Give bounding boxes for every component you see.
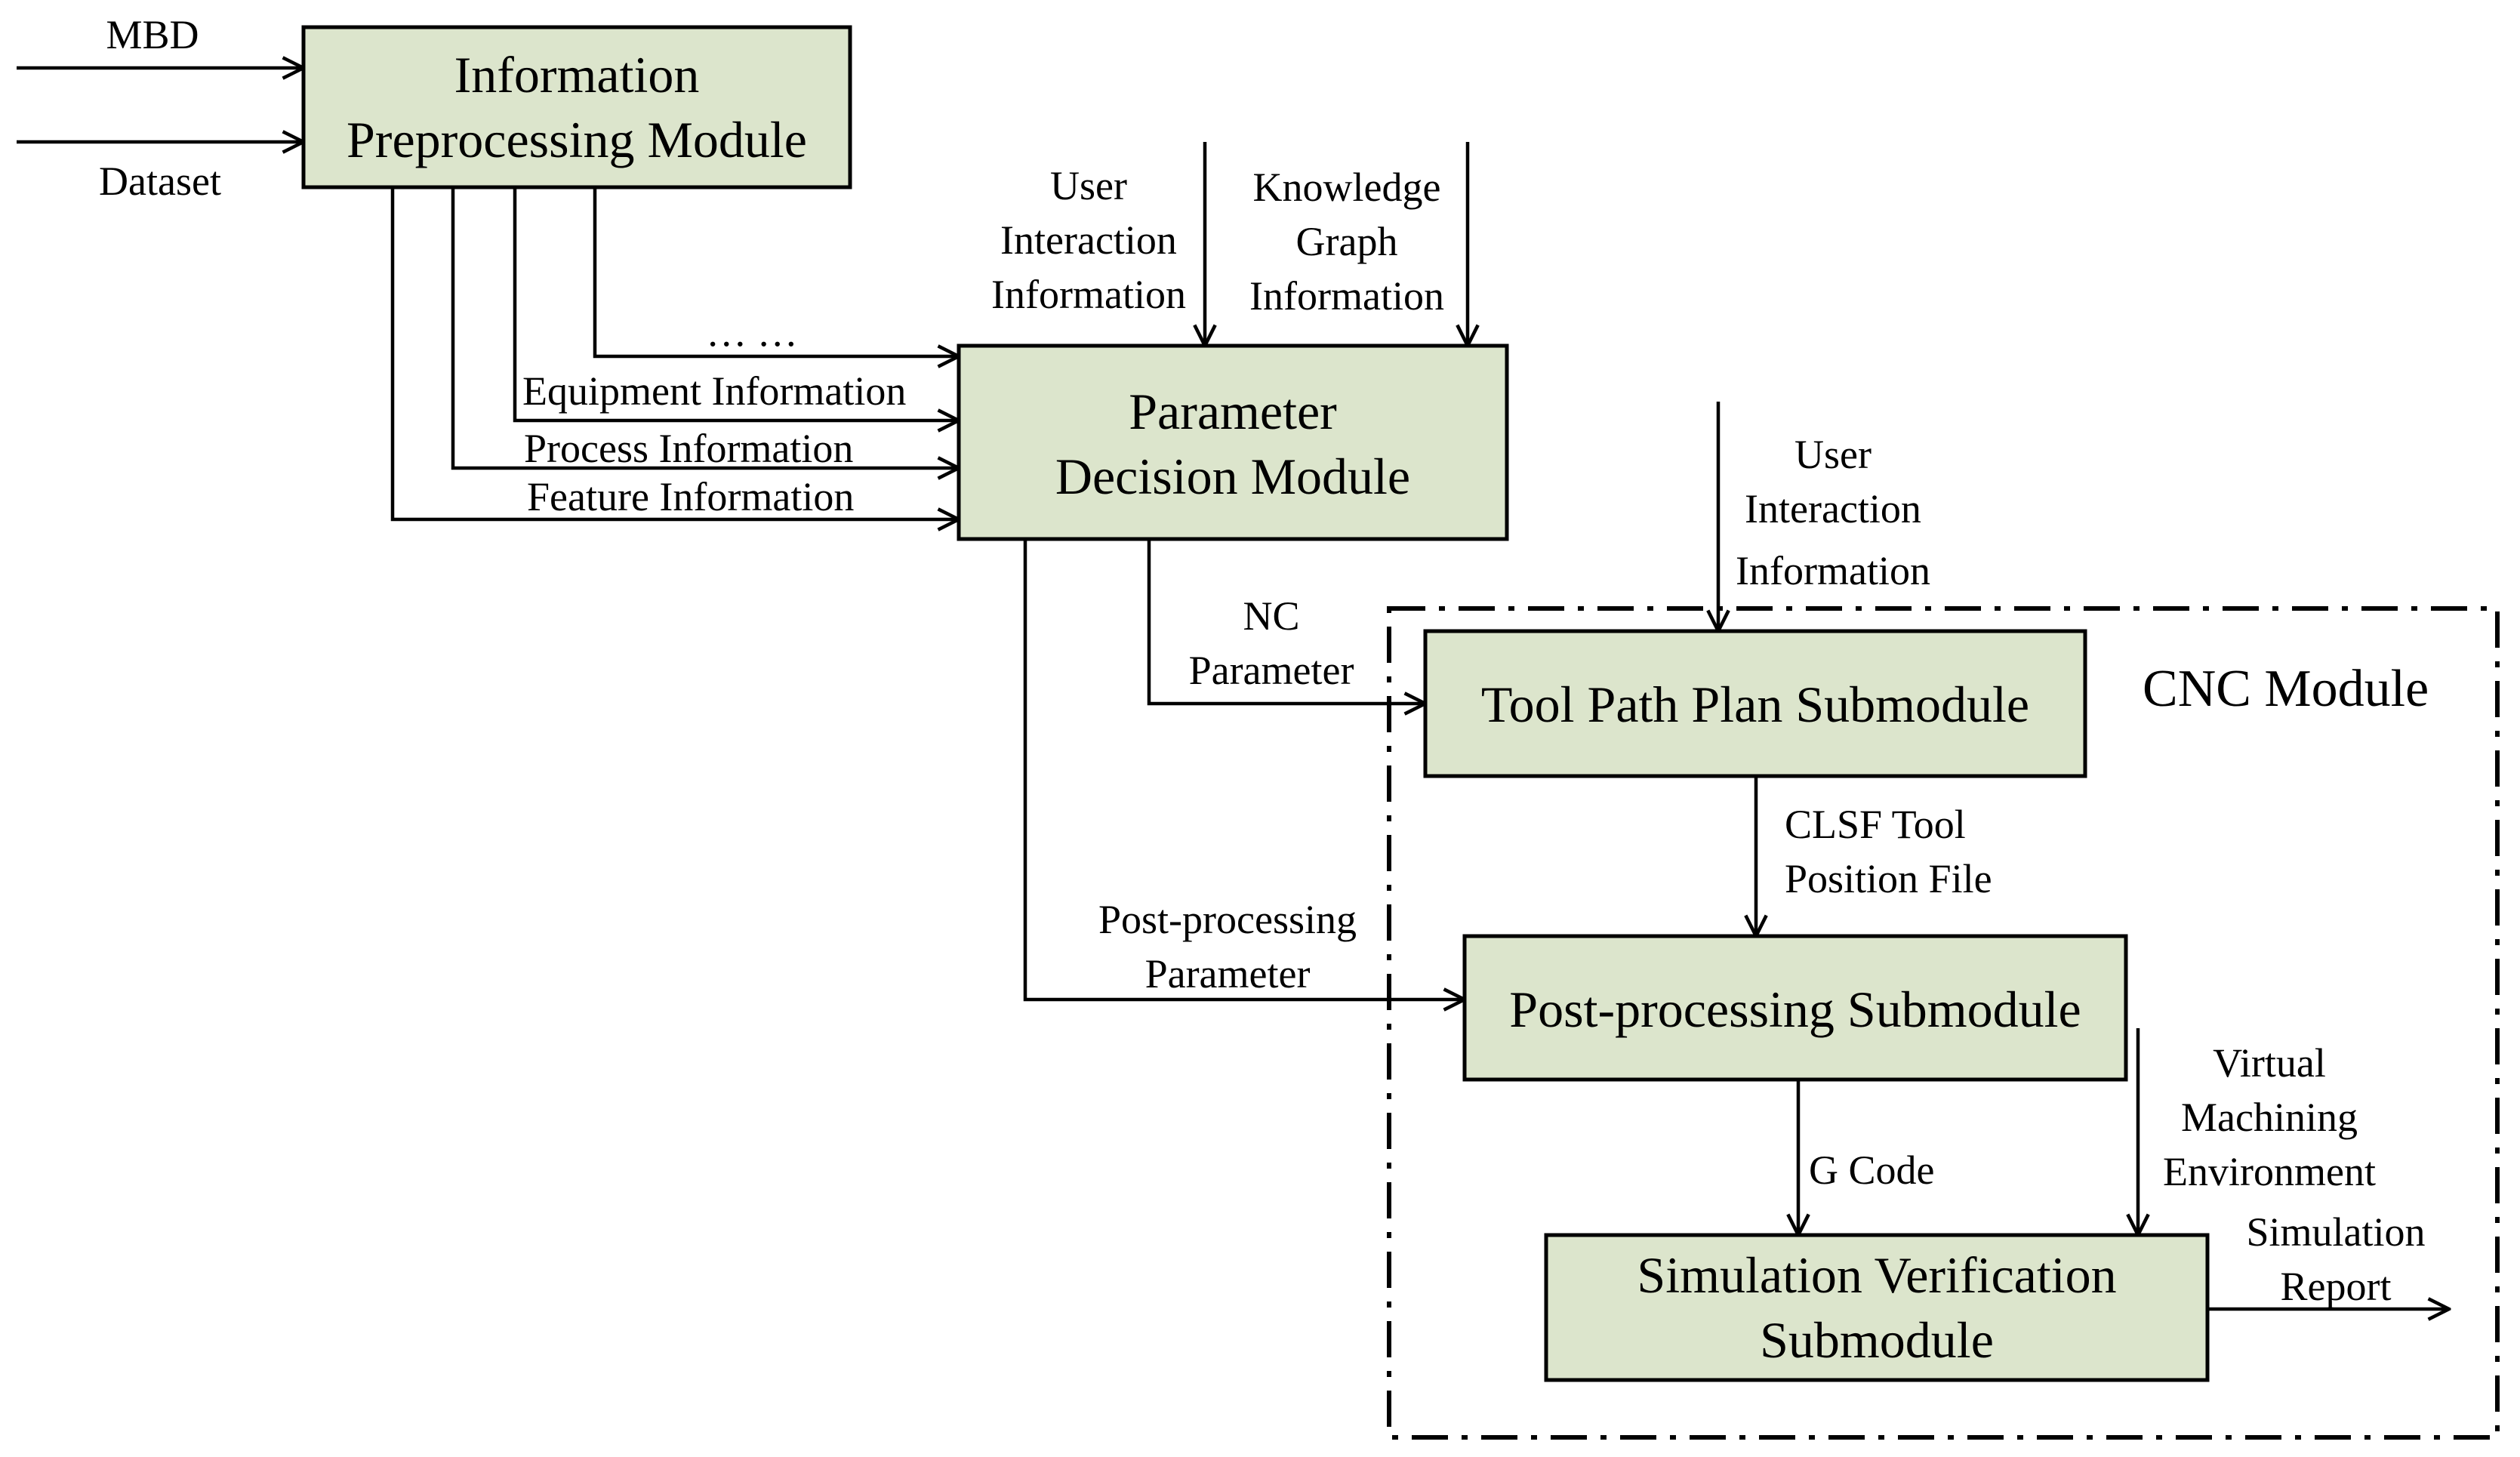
clsf-label-b: Position File <box>1785 856 1992 901</box>
ellipsis-label: … … <box>706 310 798 355</box>
parameter-decision-module: Parameter Decision Module <box>957 343 1509 541</box>
nc-parameter-arrow <box>1147 539 1425 704</box>
user-interaction-label-1c: Information <box>991 272 1186 317</box>
g-code-label: G Code <box>1809 1147 1934 1193</box>
svg-text:Post-processing Submodule: Post-processing Submodule <box>1509 981 2081 1038</box>
equipment-information-label: Equipment Information <box>522 368 906 414</box>
virtual-environment-label-b: Machining <box>2181 1095 2358 1140</box>
post-processing-parameter-label: Post-processing <box>1098 897 1357 942</box>
equipment-flow-arrow <box>513 187 959 420</box>
tool-path-plan-submodule: Tool Path Plan Submodule <box>1423 629 2087 778</box>
user-interaction-label-2b: Interaction <box>1745 486 1921 531</box>
virtual-environment-label: Virtual <box>2213 1040 2326 1086</box>
post-processing-parameter-arrow <box>1023 539 1465 1000</box>
knowledge-graph-label-c: Information <box>1249 273 1444 319</box>
mbd-label: MBD <box>106 12 199 57</box>
clsf-label: CLSF Tool <box>1785 802 1966 847</box>
user-interaction-label-1: User <box>1050 163 1127 208</box>
svg-text:Submodule: Submodule <box>1760 1311 1994 1369</box>
user-interaction-label-1b: Interaction <box>1000 217 1177 263</box>
svg-text:Decision Module: Decision Module <box>1055 448 1410 505</box>
process-flow-arrow <box>451 187 959 468</box>
cnc-module-label: CNC Module <box>2143 660 2429 718</box>
nc-parameter-label: NC <box>1243 593 1299 639</box>
nc-parameter-label-b: Parameter <box>1189 648 1354 693</box>
svg-text:Simulation Verification: Simulation Verification <box>1637 1246 2116 1304</box>
svg-text:Tool Path Plan Submodule: Tool Path Plan Submodule <box>1481 676 2029 733</box>
feature-flow-arrow <box>390 187 959 519</box>
simulation-report-label-b: Report <box>2281 1264 2392 1309</box>
svg-text:Preprocessing Module: Preprocessing Module <box>347 111 807 168</box>
simulation-report-label: Simulation <box>2246 1209 2425 1255</box>
ellipsis-flow-arrow <box>593 187 959 356</box>
knowledge-graph-label-b: Graph <box>1296 219 1398 264</box>
post-processing-parameter-label-b: Parameter <box>1145 951 1311 996</box>
feature-information-label: Feature Information <box>527 474 854 519</box>
dataset-label: Dataset <box>99 159 221 204</box>
process-information-label: Process Information <box>524 426 853 471</box>
user-interaction-label-2c: Information <box>1736 548 1930 593</box>
information-preprocessing-module: Information Preprocessing Module <box>301 25 852 189</box>
svg-text:Parameter: Parameter <box>1129 383 1337 440</box>
simulation-verification-submodule: Simulation Verification Submodule <box>1544 1233 2210 1382</box>
svg-text:Information: Information <box>454 46 700 103</box>
knowledge-graph-label: Knowledge <box>1253 165 1441 210</box>
post-processing-submodule: Post-processing Submodule <box>1462 934 2128 1082</box>
user-interaction-label-2: User <box>1794 432 1872 477</box>
virtual-environment-label-c: Environment <box>2163 1149 2376 1194</box>
